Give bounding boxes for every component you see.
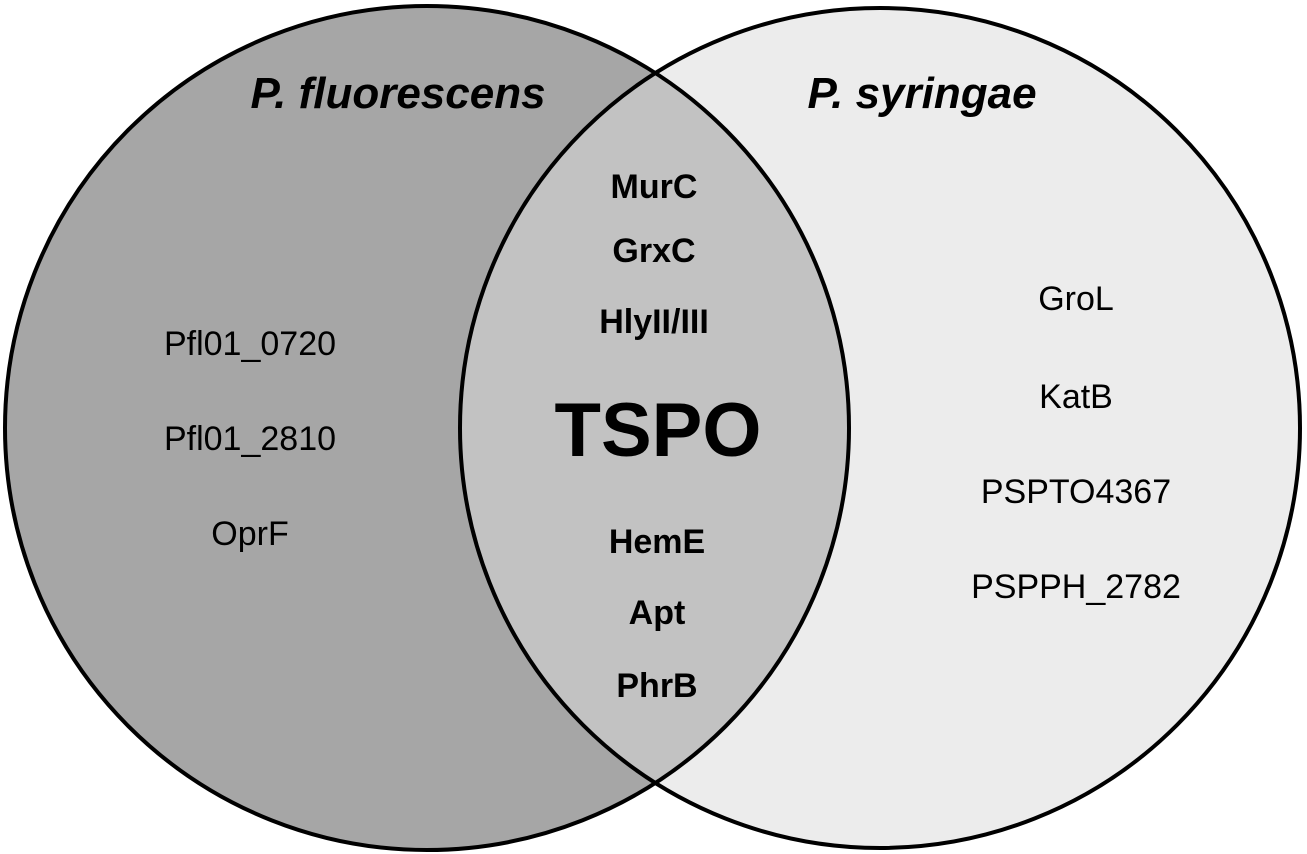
right-item: PSPTO4367	[981, 473, 1171, 511]
left-set-outline	[3, 4, 851, 852]
left-set-title: P. fluorescens	[250, 69, 545, 118]
right-item: PSPPH_2782	[971, 568, 1181, 606]
overlap-item: MurC	[611, 168, 698, 206]
overlap-item: Apt	[629, 594, 686, 632]
right-set-title: P. syringae	[807, 69, 1036, 118]
right-set-outline	[458, 6, 1302, 850]
overlap-item: GrxC	[612, 232, 695, 270]
left-item: OprF	[211, 515, 288, 553]
overlap-item: HemE	[609, 523, 705, 561]
overlap-item: PhrB	[616, 667, 697, 705]
overlap-center-item: TSPO	[555, 388, 762, 473]
left-item: Pfl01_0720	[164, 325, 336, 363]
overlap-item: HlyII/III	[599, 303, 709, 341]
right-item: KatB	[1039, 378, 1113, 416]
left-item: Pfl01_2810	[164, 420, 336, 458]
right-item: GroL	[1038, 280, 1114, 318]
overlap-region	[460, 8, 849, 848]
